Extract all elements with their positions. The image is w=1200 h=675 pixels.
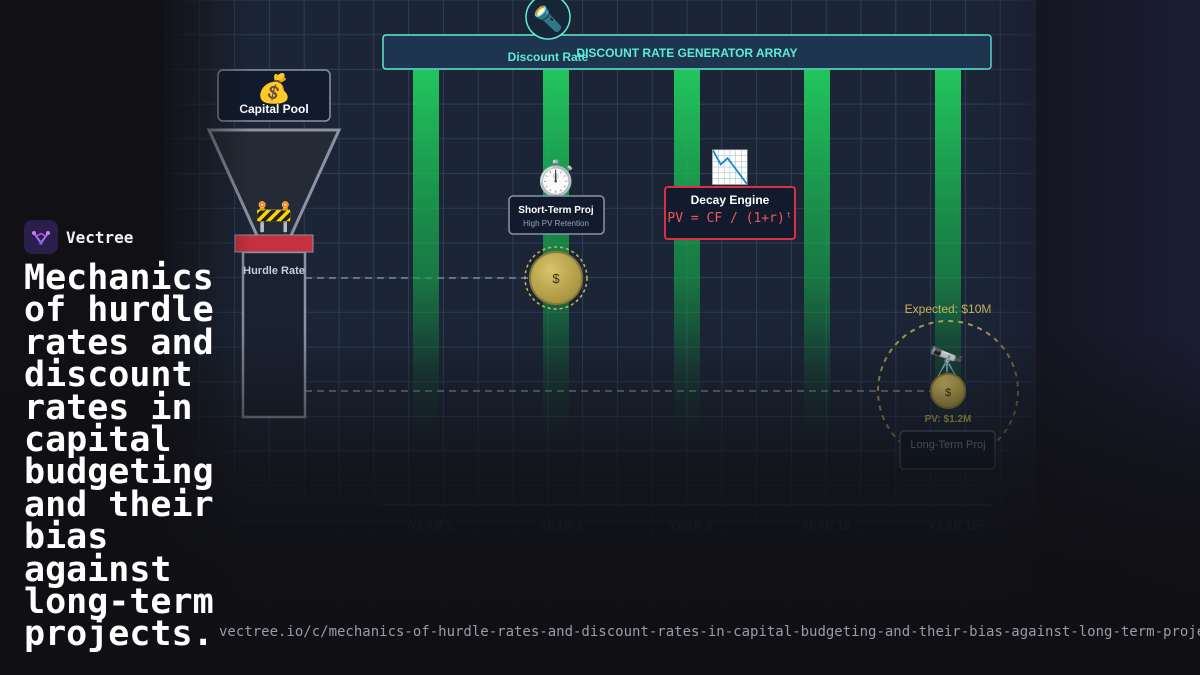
vectree-logo-icon xyxy=(24,220,58,254)
page-title: Mechanics of hurdle rates and discount r… xyxy=(24,258,214,655)
source-url[interactable]: vectree.io/c/mechanics-of-hurdle-rates-a… xyxy=(219,624,1200,640)
hurdle-rate-bar xyxy=(234,234,314,253)
discount-beam xyxy=(674,70,700,450)
long-term-expected-value: Expected: $10M xyxy=(905,302,992,316)
decay-engine-title: Decay Engine xyxy=(691,193,770,207)
flashlight-icon: 🔦 xyxy=(533,5,563,33)
discount-rate-label: Discount Rate xyxy=(508,50,589,64)
money-bag-icon: 💰 xyxy=(257,72,292,105)
decay-engine-formula: PV = CF / (1+r)ᵗ xyxy=(667,211,792,226)
generator-array-label: DISCOUNT RATE GENERATOR ARRAY xyxy=(576,46,797,60)
timeline-label: YEAR 3 xyxy=(539,519,583,533)
timeline-label: YEAR 10 xyxy=(801,519,851,533)
timeline-label: YEAR 1 xyxy=(409,519,453,533)
short-term-project-title: Short-Term Proj xyxy=(518,205,594,216)
discount-beam xyxy=(804,70,830,450)
stopwatch-icon: ⏱️ xyxy=(535,159,577,199)
short-term-project-subtitle: High PV Retention xyxy=(523,219,589,228)
brand-name: Vectree xyxy=(66,227,134,247)
discount-beam xyxy=(413,70,439,450)
brand: Vectree xyxy=(24,220,133,254)
long-term-present-value: PV: $1.2M xyxy=(925,414,972,425)
chart-decreasing-icon: 📉 xyxy=(710,148,750,186)
hurdle-rate-label: Hurdle Rate xyxy=(243,265,305,277)
timeline-label: YEAR 15+ xyxy=(928,519,985,533)
short-term-coin-symbol: $ xyxy=(552,271,560,286)
long-term-project-title: Long-Term Proj xyxy=(910,439,985,451)
timeline-label: YEAR 5 xyxy=(669,519,713,533)
long-term-coin-symbol: $ xyxy=(945,387,951,399)
construction-barrier-icon: 🚧 xyxy=(255,199,292,234)
capital-pool-label: Capital Pool xyxy=(239,102,308,116)
